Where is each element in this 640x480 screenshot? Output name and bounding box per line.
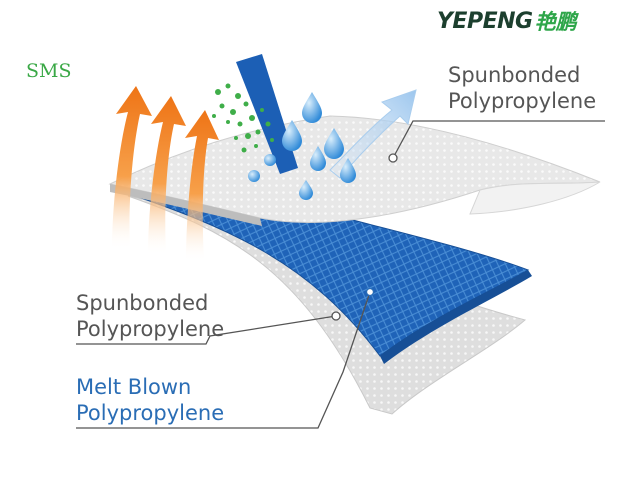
label-middle-line2: Polypropylene bbox=[76, 317, 225, 341]
meltblown-layer-edge bbox=[380, 270, 532, 364]
label-top-line1: Spunbonded bbox=[448, 63, 581, 87]
top-spunbond-curl bbox=[469, 181, 601, 215]
particle-dot-icon bbox=[212, 83, 274, 153]
label-meltblown-line1: Melt Blown bbox=[76, 375, 192, 399]
label-top-line2: Polypropylene bbox=[448, 89, 597, 113]
label-middle-spunbond: Spunbonded Polypropylene bbox=[76, 290, 224, 342]
vapor-arrow-icon bbox=[329, 89, 417, 179]
leader-lines bbox=[76, 120, 605, 429]
brand-logo: YEPENG 艳鹏 bbox=[437, 6, 577, 36]
label-meltblown-line2: Polypropylene bbox=[76, 401, 225, 425]
water-droplet-icon bbox=[248, 92, 356, 200]
label-meltblown: Melt Blown Polypropylene bbox=[76, 374, 224, 426]
heat-arrow-icon bbox=[112, 86, 219, 262]
top-layer-front-edge bbox=[110, 184, 262, 226]
logo-latin-text: YEPENG bbox=[437, 8, 533, 34]
diagram-title: SMS bbox=[26, 60, 72, 82]
logo-chinese-text: 艳鹏 bbox=[534, 10, 577, 34]
label-top-spunbond: Spunbonded Polypropylene bbox=[448, 62, 596, 114]
label-middle-line1: Spunbonded bbox=[76, 291, 209, 315]
leader-dots bbox=[331, 153, 398, 321]
